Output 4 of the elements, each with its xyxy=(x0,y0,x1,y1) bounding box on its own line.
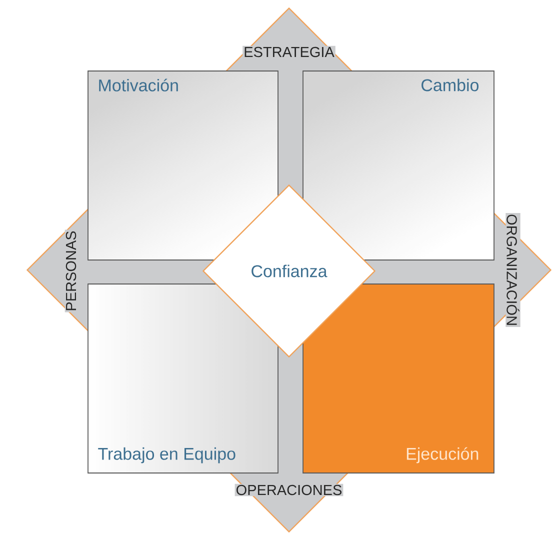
axis-label: ORGANIZACIÓN xyxy=(506,213,520,327)
axis-label: OPERACIONES xyxy=(234,484,344,496)
axis-label: PERSONAS xyxy=(64,230,78,312)
axis-label: ESTRATEGIA xyxy=(242,46,336,58)
